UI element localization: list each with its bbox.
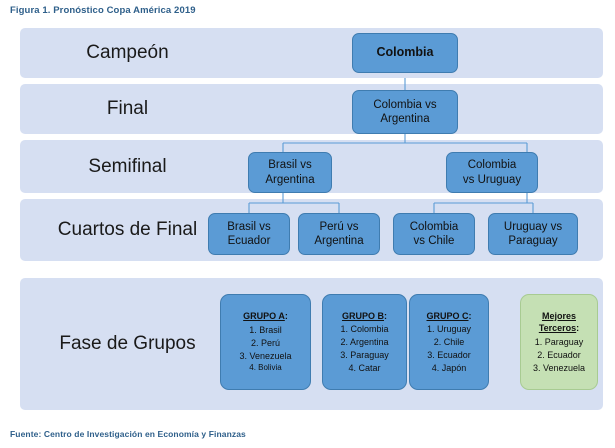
stage-label-cuartos: Cuartos de Final (57, 219, 198, 240)
mejores-terceros-team-2: 2. Ecuador (537, 349, 581, 360)
group-b-content: GRUPO B: 1. Colombia 2. Argentina 3. Par… (340, 310, 389, 375)
group-b-team-3: 3. Paraguay (340, 349, 389, 360)
mejores-terceros-content: Mejores Terceros: 1. Paraguay 2. Ecuador… (521, 310, 597, 375)
semifinal-1-line2: Argentina (265, 173, 315, 186)
quarterfinal-1-line1: Brasil vs (227, 220, 271, 233)
group-a-team-1: 1. Brasil (249, 325, 282, 336)
quarterfinal-4-label: Uruguay vs Paraguay (501, 220, 565, 248)
group-c-heading: GRUPO C (426, 310, 469, 321)
stage-label-final: Final (106, 98, 149, 119)
group-b-team-1: 1. Colombia (340, 324, 389, 335)
semifinal-2-line2: vs Uruguay (462, 173, 522, 186)
group-a-team-4: 4. Bolivia (249, 363, 282, 373)
stage-label-campeon: Campeón (86, 42, 169, 63)
semifinal-1-line1: Brasil vs (268, 159, 312, 172)
stage-label-wrap-cuartos: Cuartos de Final (20, 199, 235, 261)
bracket-node-final[interactable]: Colombia vs Argentina (352, 90, 458, 134)
quarterfinal-2-label: Perú vs Argentina (311, 220, 366, 248)
quarterfinal-2-line1: Perú vs (319, 220, 359, 233)
group-a-team-3: 3. Venezuela (239, 350, 292, 361)
final-match-line2: Argentina (380, 113, 430, 125)
group-b-team-2: 2. Argentina (340, 337, 389, 348)
group-box-mejores-terceros[interactable]: Mejores Terceros: 1. Paraguay 2. Ecuador… (520, 294, 598, 390)
stage-label-wrap-campeon: Campeón (20, 28, 235, 78)
quarterfinal-3-label: Colombia vs Chile (407, 220, 462, 248)
bracket-node-quarterfinal-4[interactable]: Uruguay vs Paraguay (488, 213, 578, 255)
stage-band-grupos: Fase de Grupos (20, 278, 603, 410)
bracket-node-champion[interactable]: Colombia (352, 33, 458, 73)
stage-label-wrap-final: Final (20, 84, 235, 134)
semifinal-2-label: Colombia vs Uruguay (460, 158, 524, 186)
bracket-node-quarterfinal-3[interactable]: Colombia vs Chile (393, 213, 475, 255)
mejores-terceros-heading-row: Mejores Terceros: (521, 310, 597, 337)
group-box-c[interactable]: GRUPO C: 1. Uruguay 2. Chile 3. Ecuador … (409, 294, 489, 390)
group-a-heading: GRUPO A (243, 311, 285, 322)
bracket-node-quarterfinal-2[interactable]: Perú vs Argentina (298, 213, 380, 255)
group-a-heading-suffix: : (284, 311, 288, 322)
group-c-heading-row: GRUPO C: (426, 310, 471, 324)
mejores-terceros-heading-suffix: : (576, 323, 580, 334)
group-box-a[interactable]: GRUPO A: 1. Brasil 2. Perú 3. Venezuela … (220, 294, 311, 390)
group-c-heading-suffix: : (468, 310, 472, 321)
final-match-label: Colombia vs Argentina (370, 98, 439, 126)
quarterfinal-3-line1: Colombia (409, 220, 459, 233)
stage-label-grupos: Fase de Grupos (59, 333, 196, 354)
stage-label-wrap-semifinal: Semifinal (20, 140, 235, 193)
quarterfinal-2-line2: Argentina (314, 235, 364, 247)
group-b-heading-row: GRUPO B: (340, 310, 389, 324)
bracket-node-semifinal-2[interactable]: Colombia vs Uruguay (446, 152, 538, 193)
group-c-team-3: 3. Ecuador (427, 349, 471, 360)
group-b-heading-suffix: : (384, 310, 387, 321)
mejores-terceros-team-1: 1. Paraguay (534, 337, 584, 348)
quarterfinal-1-line2: Ecuador (227, 235, 271, 247)
semifinal-2-line1: Colombia (467, 159, 517, 172)
bracket-node-quarterfinal-1[interactable]: Brasil vs Ecuador (208, 213, 290, 255)
group-a-team-2: 2. Perú (250, 337, 280, 348)
mejores-terceros-team-3: 3. Venezuela (532, 362, 586, 373)
quarterfinal-4-line1: Uruguay vs (503, 220, 563, 233)
final-match-line1: Colombia vs (373, 98, 437, 111)
figure-source: Fuente: Centro de Investigación en Econo… (10, 429, 246, 439)
bracket-node-semifinal-1[interactable]: Brasil vs Argentina (248, 152, 332, 193)
quarterfinal-3-line2: vs Chile (413, 235, 455, 247)
mejores-terceros-heading: Mejores Terceros (538, 310, 577, 334)
group-c-team-2: 2. Chile (433, 337, 465, 348)
group-a-content: GRUPO A: 1. Brasil 2. Perú 3. Venezuela … (239, 310, 291, 373)
group-b-heading: GRUPO B (341, 310, 384, 321)
group-c-team-1: 1. Uruguay (426, 324, 471, 335)
group-a-heading-row: GRUPO A: (239, 310, 291, 324)
semifinal-1-label: Brasil vs Argentina (262, 158, 317, 186)
stage-band-final: Final (20, 84, 603, 134)
stage-label-semifinal: Semifinal (88, 155, 167, 177)
figure-title: Figura 1. Pronóstico Copa América 2019 (10, 5, 196, 16)
stage-label-wrap-grupos: Fase de Grupos (20, 278, 235, 410)
quarterfinal-1-label: Brasil vs Ecuador (224, 220, 273, 248)
group-c-content: GRUPO C: 1. Uruguay 2. Chile 3. Ecuador … (426, 310, 471, 375)
group-box-b[interactable]: GRUPO B: 1. Colombia 2. Argentina 3. Par… (322, 294, 407, 390)
group-c-team-4: 4. Japón (431, 362, 467, 373)
stage-band-campeon: Campeón (20, 28, 603, 78)
champion-label: Colombia (376, 45, 434, 60)
quarterfinal-4-line2: Paraguay (508, 235, 558, 247)
group-b-team-4: 4. Catar (348, 362, 381, 373)
